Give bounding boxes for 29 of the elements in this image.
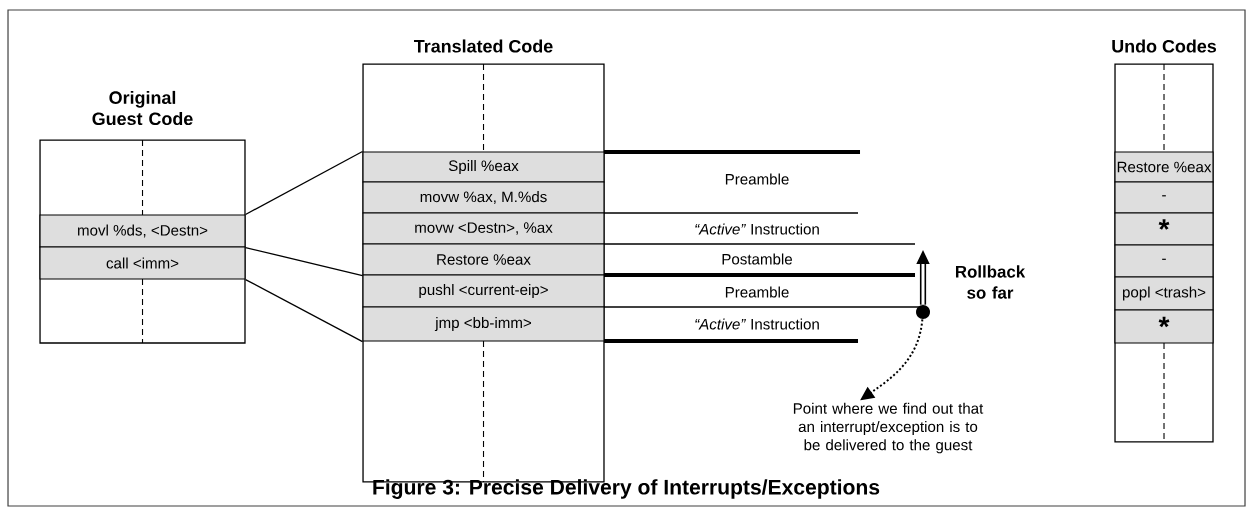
instruction-row: Spill %eax [362, 151, 605, 183]
node-label: Undo Codes [1112, 39, 1217, 53]
instruction-row: - [1114, 244, 1214, 278]
instruction-row: movw %ax, M.%ds [362, 181, 605, 214]
point-dot [916, 305, 930, 319]
instruction-row: jmp <bb-imm> [362, 306, 605, 342]
instruction-row: Restore %eax [1114, 151, 1214, 183]
section-label: Postamble [720, 252, 794, 266]
node-label: Original Guest Code [92, 90, 193, 126]
connector-line [244, 246, 364, 277]
connector-line [244, 278, 364, 343]
instruction-row: popl <trash> [1114, 276, 1214, 311]
arrow-label: Rollback so far [956, 265, 1026, 299]
note-text: Point where we find out that an interrupt/exception is to be delivered to the guest [793, 402, 984, 454]
node-label: Translated Code [413, 39, 553, 53]
instruction-row: pushl <current-eip> [362, 274, 605, 308]
section-label: Preamble [723, 285, 791, 299]
section-label: Preamble [723, 172, 791, 186]
connector-line [244, 150, 364, 216]
instruction-row: movl %ds, <Destn> [39, 214, 246, 248]
section-label: “Active” Instruction [693, 222, 821, 236]
instruction-row: * [1114, 309, 1214, 344]
instruction-row: movw <Destn>, %ax [362, 212, 605, 245]
instruction-row: - [1114, 181, 1214, 214]
instruction-row: Restore %eax [362, 243, 605, 276]
figure-caption: Figure 3: Precise Delivery of Interrupts/Exceptions [373, 479, 880, 499]
section-label: “Active” Instruction [693, 317, 821, 331]
instruction-row: call <imm> [39, 246, 246, 280]
instruction-row: * [1114, 212, 1214, 246]
